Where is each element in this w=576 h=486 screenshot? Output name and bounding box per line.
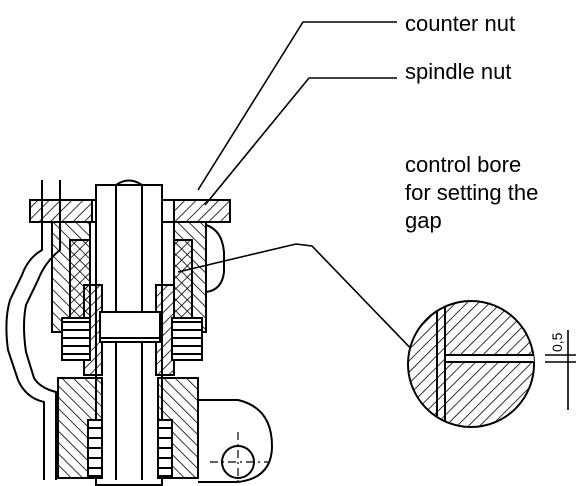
gap-dimension: 0,5 (549, 332, 565, 352)
gear-left (61, 317, 91, 361)
leader-counter-nut (197, 21, 397, 191)
housing-outline (5, 180, 45, 480)
label-counter-nut: counter nut (405, 11, 516, 36)
leader-lines (177, 21, 421, 359)
label-spindle-nut: spindle nut (405, 59, 512, 84)
leader-control-bore (177, 243, 421, 359)
leader-spindle-nut (204, 77, 397, 206)
label-control-bore: control bore for setting the gap (405, 151, 538, 235)
label-control-bore-line-2: for setting the (405, 180, 539, 205)
assembly-section (5, 179, 274, 486)
gear-right (171, 317, 203, 361)
label-control-bore-line-3: gap (405, 208, 442, 233)
detail-view: 0,5 (407, 300, 576, 428)
side-lug (198, 399, 274, 483)
label-control-bore-line-1: control bore (405, 152, 522, 177)
